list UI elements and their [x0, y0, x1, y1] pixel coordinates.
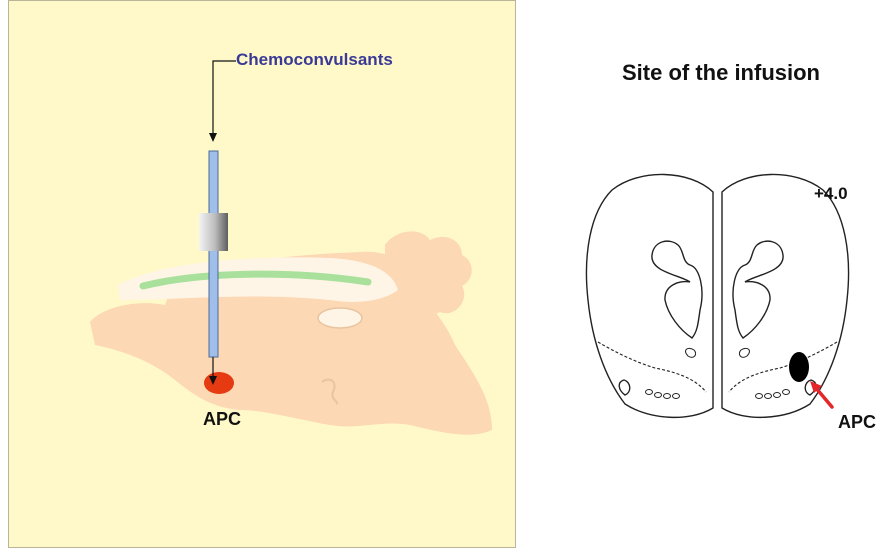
left-olfactory-structure — [619, 380, 630, 395]
hippocampus — [318, 308, 362, 328]
coronal-section — [586, 174, 848, 417]
delivery-arrowhead — [209, 133, 217, 142]
right-dashed-boundary — [729, 342, 837, 392]
right-hemisphere — [722, 174, 849, 417]
chemoconvulsants-label: Chemoconvulsants — [236, 50, 393, 70]
right-islands — [756, 390, 790, 399]
apc-label-schematic: APC — [203, 409, 241, 430]
sagittal-brain — [90, 231, 492, 434]
infusion-site-marker — [789, 352, 809, 382]
cannula-tube — [209, 151, 218, 357]
left-dashed-boundary — [598, 342, 706, 392]
left-ventricle — [652, 241, 702, 338]
apc-highlight — [204, 372, 234, 394]
bregma-coordinate-label: +4.0 — [814, 184, 848, 204]
right-small-structure — [739, 348, 749, 357]
delivery-line — [213, 61, 236, 135]
left-islands — [646, 390, 680, 399]
right-ventricle — [733, 241, 783, 338]
apc-pointer-arrow — [810, 381, 832, 407]
guide-sleeve — [199, 213, 228, 251]
left-small-structure — [686, 348, 696, 357]
left-hemisphere — [586, 174, 713, 417]
apc-label-atlas: APC — [838, 412, 876, 433]
infusion-site-title: Site of the infusion — [622, 60, 820, 86]
